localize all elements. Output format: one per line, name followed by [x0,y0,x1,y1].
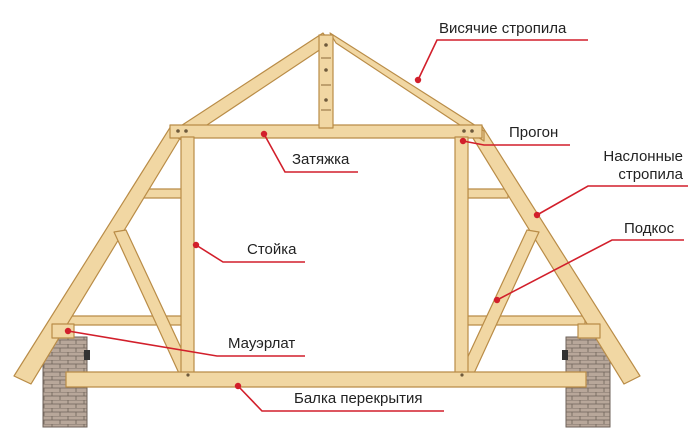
right-strut [456,229,540,383]
label-tie-beam: Затяжка [292,151,350,168]
bolt [186,373,190,377]
right-post [454,136,469,382]
left-layered-rafter [13,125,186,385]
bolt [176,129,180,133]
leader-post [195,244,305,263]
king-post [318,34,334,129]
leader-mauerlat [67,330,305,357]
bolt [324,43,328,47]
leader-tie-beam [263,133,358,173]
label-mauerlat: Мауэрлат [228,335,296,352]
leader-strut [496,239,684,301]
leader-floor-beam [237,385,444,412]
label-layered-rafters-line2: стропила [618,166,683,183]
bolt [462,129,466,133]
bolt [460,373,464,377]
bolt [324,98,328,102]
right-anchor [562,350,568,360]
label-purlin: Прогон [509,124,559,141]
left-mauerlat [51,323,75,339]
rear-board-lower-right [462,315,586,326]
label-layered-rafters-line1: Наслонные [603,148,683,165]
label-post: Стойка [247,241,297,258]
right-hanging-rafter [329,32,485,142]
floor-beam [65,371,587,388]
leader-hanging-rafters [417,39,588,81]
bolt [324,68,328,72]
leader-dot [192,241,200,249]
left-anchor [84,350,90,360]
leader-purlin [462,140,570,146]
leader-dot [414,76,422,84]
left-post [180,136,195,382]
bolt [470,129,474,133]
leader-layered-rafters [536,185,688,216]
leader-dot [260,130,268,138]
leader-dot [493,296,501,304]
label-floor-beam: Балка перекрытия [294,390,423,407]
label-strut: Подкос [624,220,675,237]
leader-dot [64,327,72,335]
leader-dot [459,137,467,145]
right-mauerlat [577,323,601,339]
leader-dot [234,382,242,390]
bolt [184,129,188,133]
leader-dot [533,211,541,219]
label-hanging-rafters: Висячие стропила [439,20,567,37]
rear-board-upper-right [467,188,509,199]
